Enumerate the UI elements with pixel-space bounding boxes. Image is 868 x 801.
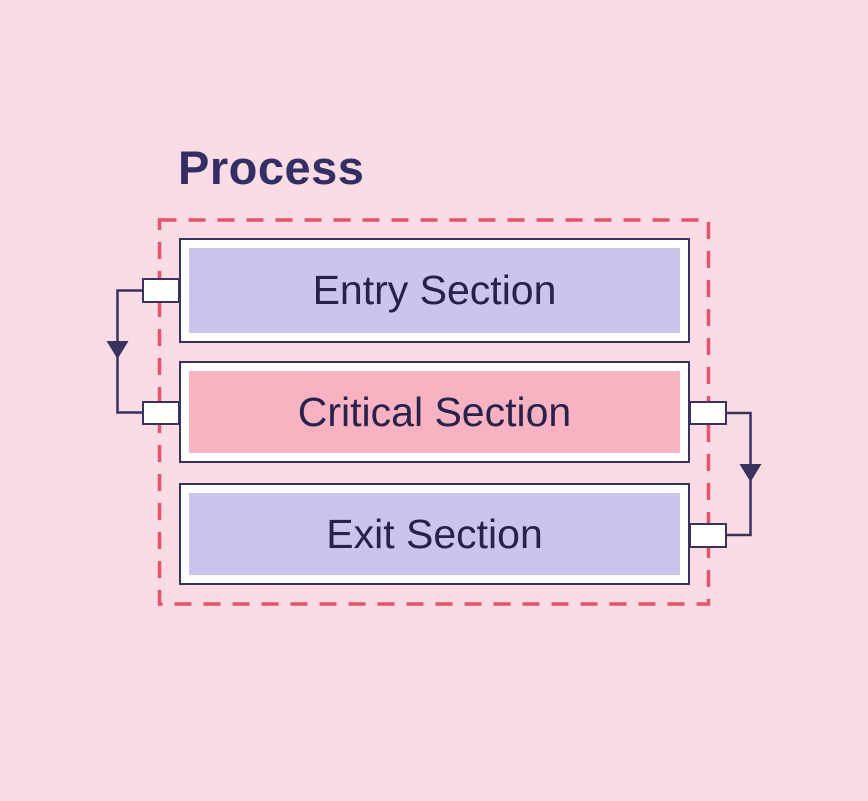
critical-section-fill: Critical Section bbox=[189, 371, 680, 453]
entry-section-fill: Entry Section bbox=[189, 248, 680, 333]
exit-section-label: Exit Section bbox=[326, 510, 543, 557]
exit-section-box: Exit Section bbox=[179, 483, 690, 585]
port-entry-left bbox=[142, 278, 180, 303]
arrow-down-icon bbox=[106, 341, 129, 359]
entry-section-box: Entry Section bbox=[179, 238, 690, 343]
connector-entry-to-critical bbox=[106, 289, 143, 414]
diagram-title: Process bbox=[178, 141, 365, 194]
arrow-down-icon bbox=[739, 464, 762, 482]
entry-section-label: Entry Section bbox=[312, 267, 557, 313]
port-critical-left bbox=[142, 401, 180, 425]
critical-section-box: Critical Section bbox=[179, 361, 690, 463]
port-exit-right bbox=[689, 523, 727, 548]
critical-section-label: Critical Section bbox=[297, 388, 572, 435]
connector-critical-to-exit bbox=[726, 411, 762, 537]
exit-section-fill: Exit Section bbox=[189, 493, 680, 575]
port-critical-right bbox=[689, 401, 727, 425]
